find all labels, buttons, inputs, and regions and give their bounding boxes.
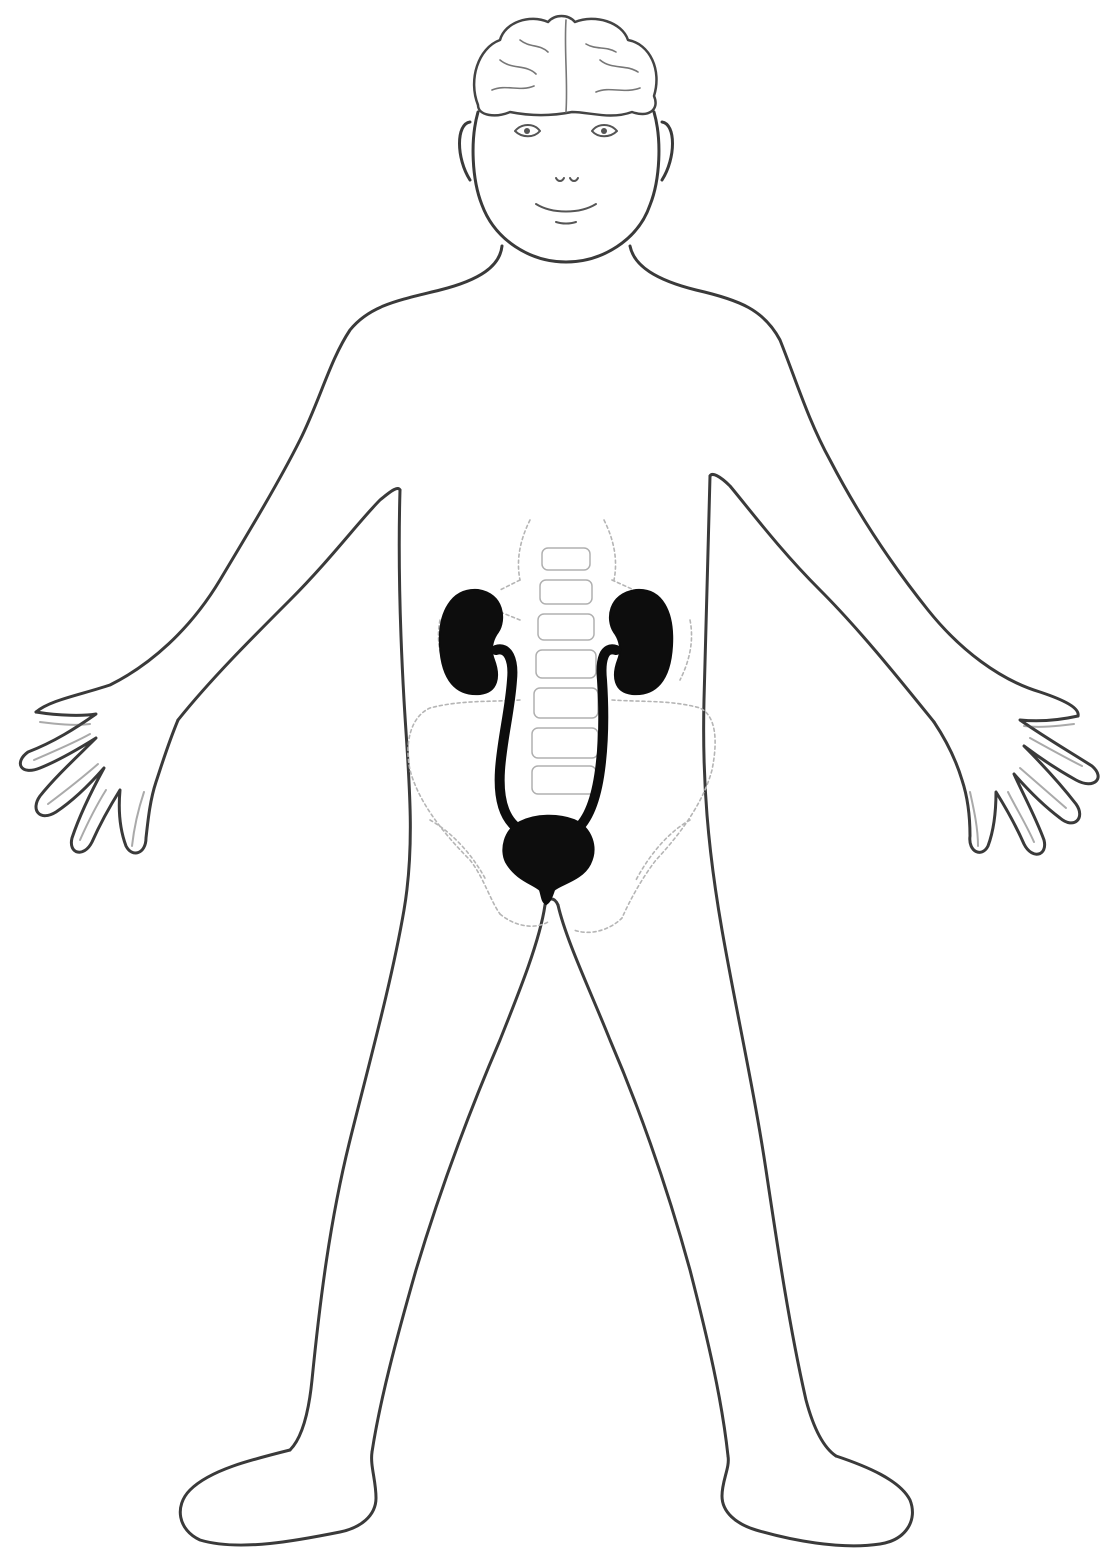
brain — [474, 16, 656, 116]
body-outline — [20, 246, 1098, 1546]
chin-line — [556, 222, 576, 224]
right-ear — [662, 122, 673, 180]
mouth — [536, 204, 596, 212]
right-eye — [592, 125, 617, 136]
left-kidney — [440, 590, 502, 694]
left-ureter — [496, 649, 520, 830]
left-ear — [460, 122, 471, 180]
head — [460, 112, 673, 262]
bladder — [503, 816, 593, 904]
right-kidney — [610, 590, 672, 694]
nose — [556, 178, 578, 181]
left-eye — [515, 125, 540, 136]
spine — [500, 520, 634, 794]
